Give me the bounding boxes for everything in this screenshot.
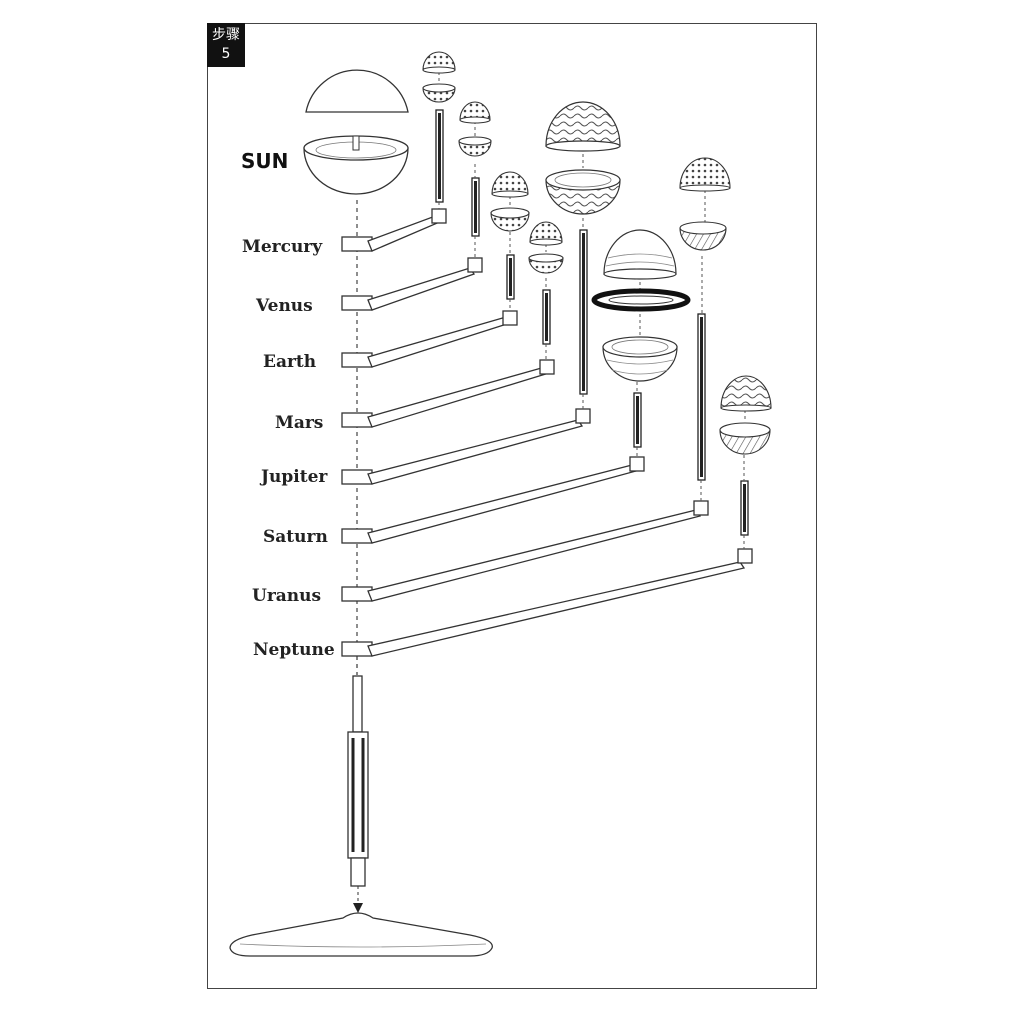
- venus-model: [458, 101, 492, 157]
- planet-rods: [435, 109, 749, 536]
- planet-label-saturn: Saturn: [263, 527, 328, 547]
- uranus-model: [679, 157, 731, 251]
- mercury-model: [422, 51, 456, 103]
- step-label: 步骤: [212, 27, 240, 43]
- sun-model: [303, 69, 409, 195]
- planet-label-uranus: Uranus: [252, 586, 321, 606]
- planet-label-mars: Mars: [275, 413, 323, 433]
- earth-model: [490, 171, 530, 232]
- stand-assembly: [229, 656, 493, 957]
- step-badge: 步骤 5: [207, 23, 245, 67]
- planet-label-venus: Venus: [255, 296, 313, 316]
- sun-label: SUN: [241, 149, 288, 173]
- planet-label-jupiter: Jupiter: [259, 467, 328, 487]
- mars-model: [528, 221, 564, 274]
- step-number: 5: [221, 46, 231, 62]
- jupiter-model: [545, 101, 621, 215]
- neptune-model: [719, 375, 772, 455]
- planet-arms: [341, 208, 753, 657]
- saturn-model: [591, 229, 691, 382]
- planet-label-earth: Earth: [263, 352, 316, 372]
- planet-label-neptune: Neptune: [253, 640, 335, 660]
- planet-label-mercury: Mercury: [242, 237, 323, 257]
